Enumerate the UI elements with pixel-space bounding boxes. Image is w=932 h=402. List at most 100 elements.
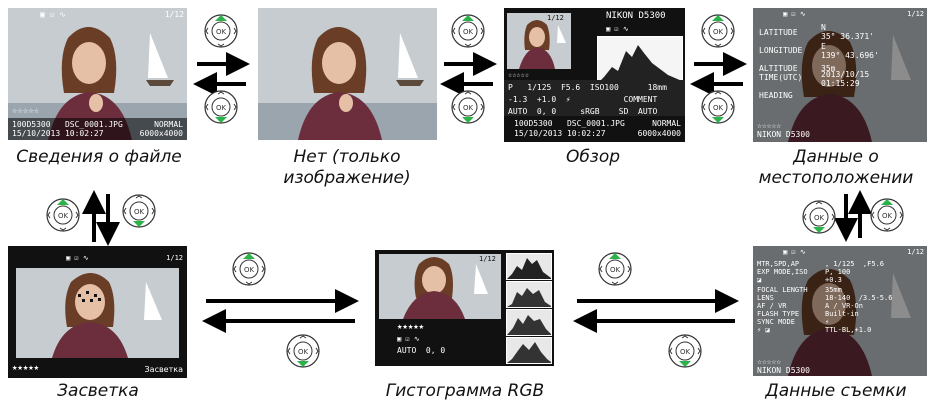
- image-size: 6000x4000: [637, 129, 681, 138]
- label-latitude: LATITUDE: [759, 28, 798, 37]
- histogram-luminance: [506, 253, 552, 280]
- camera-name: NIKON D5300: [757, 366, 810, 375]
- file-name: 100D5300 DSC_0001.JPG: [12, 120, 123, 129]
- label-heading: HEADING: [759, 91, 793, 100]
- highlights-label: Засветка: [144, 365, 183, 374]
- svg-text:OK: OK: [882, 212, 893, 220]
- value-latitude: N 35° 36.371': [821, 23, 874, 41]
- label-altitude: ALTITUDE: [759, 64, 798, 73]
- multi-selector-up-icon: OK: [46, 198, 80, 232]
- rating-stars: ★★★★★: [397, 322, 425, 332]
- multi-selector-up-icon: OK: [232, 252, 266, 286]
- top-icons: ▣ ☑ ∿: [783, 248, 806, 256]
- rating-stars: ☆☆☆☆☆: [12, 106, 40, 116]
- rating-stars: ☆☆☆☆☆: [508, 71, 530, 79]
- top-icons: ▣ ☑ ∿: [397, 335, 420, 343]
- frame-counter: 1/12: [907, 10, 924, 18]
- shooting-label: EXP MODE,ISO: [757, 268, 808, 276]
- shooting-label: AF / VR: [757, 302, 787, 310]
- frame-counter: 1/12: [907, 248, 924, 256]
- overview-screen: 1/12 NIKON D5300 ▣ ☑ ∿ ☆☆☆☆☆ P 1/125 F5.…: [504, 8, 685, 142]
- compensation-row: -1.3 +1.0 ⚡ COMMENT: [508, 95, 658, 104]
- svg-text:OK: OK: [216, 104, 227, 112]
- multi-selector-up-icon: OK: [870, 198, 904, 232]
- svg-text:OK: OK: [610, 266, 621, 274]
- svg-text:OK: OK: [463, 104, 474, 112]
- value-altitude: 35m: [821, 64, 836, 73]
- svg-text:OK: OK: [244, 266, 255, 274]
- caption-none-line2: изображение): [283, 168, 411, 188]
- highlights-screen: ▣ ☑ ∿ 1/12 ★★★★★ Засветка: [8, 246, 187, 378]
- portrait-photo: [753, 246, 927, 376]
- frame-counter: 1/12: [166, 254, 183, 262]
- shooting-label: FLASH TYPE: [757, 310, 800, 318]
- multi-selector-up-icon: OK: [204, 14, 238, 48]
- shooting-label: MTR,SPD,AP: [757, 260, 800, 268]
- frame-counter: 1/12: [479, 255, 496, 263]
- image-only-screen: [258, 8, 437, 140]
- shooting-value: TTL-BL,+1.0: [825, 326, 872, 334]
- shooting-value: A / VR-On: [825, 302, 863, 310]
- rating-stars: ★★★★★: [12, 363, 40, 373]
- flash-comp-icon: ⚡ ◪: [757, 326, 770, 334]
- thumbnail-photo: [507, 13, 571, 69]
- caption-rgb-histogram: Гистограмма RGB: [385, 381, 545, 401]
- white-balance: AUTO 0, 0: [397, 346, 446, 355]
- svg-text:OK: OK: [134, 208, 145, 216]
- portrait-photo: [258, 8, 437, 140]
- shooting-data-screen: ▣ ☑ ∿ 1/12 MTR,SPD,AP , 1/125 ,F5.6 EXP …: [753, 246, 927, 376]
- file-info-screen: ▣ ☑ ∿ 1/12 ☆☆☆☆☆ 100D5300 DSC_0001.JPG N…: [8, 8, 187, 140]
- caption-file-info: Сведения о файле: [16, 147, 182, 167]
- top-icons: ▣ ☑ ∿: [40, 10, 66, 19]
- rgb-histogram-screen: 1/12 ★★★★★ ▣ ☑ ∿ AUTO 0, 0: [375, 250, 554, 366]
- camera-name: NIKON D5300: [757, 130, 810, 139]
- top-icons: ▣ ☑ ∿: [783, 10, 806, 18]
- portrait-photo: [16, 268, 179, 358]
- info-bar: [8, 118, 187, 140]
- thumbnail-photo: [379, 254, 501, 319]
- shooting-strip: [504, 80, 685, 116]
- histogram-green: [506, 309, 552, 336]
- value-time: 2013/10/15 01:15:29: [821, 70, 870, 88]
- multi-selector-down-icon: OK: [122, 194, 156, 228]
- svg-text:OK: OK: [298, 348, 309, 356]
- multi-selector-up-icon: OK: [701, 14, 735, 48]
- shooting-value: +0.3: [825, 276, 842, 284]
- caption-none-line1: Нет (только: [293, 147, 401, 167]
- quality: NORMAL: [154, 120, 183, 129]
- svg-text:OK: OK: [58, 212, 69, 220]
- multi-selector-down-icon: OK: [701, 90, 735, 124]
- camera-name: NIKON D5300: [606, 11, 666, 21]
- shooting-value: 18-140 /3.5-5.6: [825, 294, 893, 302]
- histogram-blue: [506, 337, 552, 364]
- white-balance-row: AUTO 0, 0 sRGB SD AUTO: [508, 107, 658, 116]
- flash-icon: ⚡: [825, 318, 830, 326]
- top-icons: ▣ ☑ ∿: [606, 25, 629, 33]
- location-data-screen: ▣ ☑ ∿ 1/12 LATITUDE N 35° 36.371' LONGIT…: [753, 8, 927, 142]
- svg-text:OK: OK: [814, 214, 825, 222]
- date-time: 15/10/2013 10:02:27: [12, 129, 104, 138]
- frame-counter: 1/12: [547, 14, 564, 22]
- portrait-photo: [753, 8, 927, 142]
- svg-text:OK: OK: [713, 28, 724, 36]
- svg-text:OK: OK: [680, 348, 691, 356]
- shooting-label: SYNC MODE: [757, 318, 795, 326]
- multi-selector-down-icon: OK: [451, 90, 485, 124]
- shooting-value: P, 100: [825, 268, 851, 276]
- date-time: 15/10/2013 10:02:27: [514, 129, 606, 138]
- image-size: 6000x4000: [139, 129, 183, 138]
- multi-selector-up-icon: OK: [598, 252, 632, 286]
- multi-selector-down-icon: OK: [286, 334, 320, 368]
- multi-selector-up-icon: OK: [451, 14, 485, 48]
- shooting-label: FOCAL LENGTH: [757, 286, 808, 294]
- multi-selector-down-icon: OK: [668, 334, 702, 368]
- caption-location-line1: Данные о: [793, 147, 879, 167]
- rating-stars: ☆☆☆☆☆: [757, 121, 782, 130]
- shooting-label: LENS: [757, 294, 774, 302]
- multi-selector-down-icon: OK: [802, 200, 836, 234]
- frame-counter: 1/12: [164, 10, 184, 19]
- histogram: [597, 36, 683, 84]
- label-longitude: LONGITUDE: [759, 46, 803, 55]
- histogram-red: [506, 281, 552, 308]
